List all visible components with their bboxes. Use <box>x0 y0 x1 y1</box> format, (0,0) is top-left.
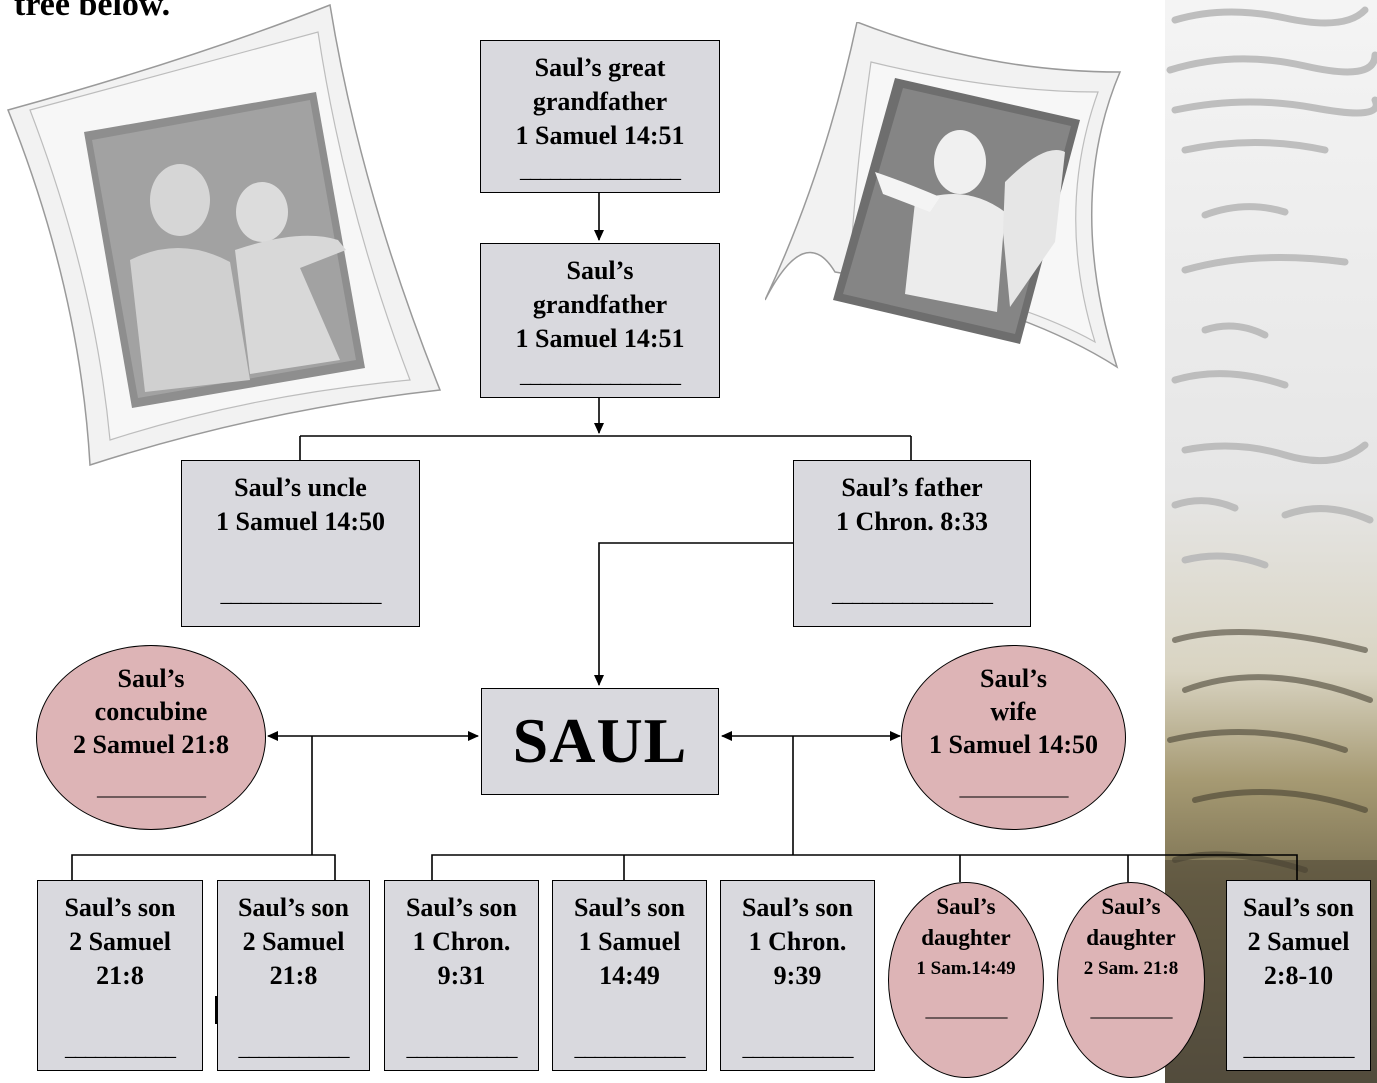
page-heading: tree below. <box>14 0 171 23</box>
child-1-title-2: 2 Samuel <box>69 927 171 956</box>
great-grandfather-title-1: Saul’s great <box>534 53 666 82</box>
node-grandfather: Saul’s grandfather 1 Samuel 14:51 ______… <box>480 243 720 398</box>
child-7-title: Saul’s <box>1101 894 1161 919</box>
child-8-answer-blank[interactable]: ___________ <box>1243 1035 1355 1060</box>
uncle-ref: 1 Samuel 14:50 <box>216 507 385 536</box>
child-2-ref: 21:8 <box>269 961 318 990</box>
great-grandfather-ref: 1 Samuel 14:51 <box>515 121 685 150</box>
grandfather-ref: 1 Samuel 14:51 <box>515 324 685 353</box>
concubine-answer-blank[interactable]: ____________ <box>97 778 206 800</box>
wife-title-2: wife <box>990 697 1037 726</box>
concubine-ref: 2 Samuel 21:8 <box>73 730 229 759</box>
node-child-daughter-1: Saul’s daughter 1 Sam.14:49 _________ <box>888 882 1044 1078</box>
child-5-ref: 9:39 <box>773 961 822 990</box>
child-8-title-2: 2 Samuel <box>1247 927 1350 956</box>
uncle-title: Saul’s uncle <box>234 473 367 502</box>
child-1-ref: 21:8 <box>96 961 144 990</box>
child-1-title: Saul’s son <box>64 893 176 922</box>
child-6-title: Saul’s <box>936 894 996 919</box>
saul-title: SAUL <box>512 705 688 776</box>
father-ref: 1 Chron. 8:33 <box>836 507 988 536</box>
node-child-son-8: Saul’s son 2 Samuel 2:8-10 ___________ <box>1226 880 1371 1071</box>
child-3-title-2: 1 Chron. <box>412 927 511 956</box>
wife-title-1: Saul’s <box>980 664 1047 693</box>
node-child-son-5: Saul’s son 1 Chron. 9:39 ___________ <box>720 880 875 1071</box>
child-4-answer-blank[interactable]: ___________ <box>574 1035 686 1060</box>
uncle-answer-blank[interactable]: ________________ <box>220 581 382 606</box>
child-7-title-2: daughter <box>1086 925 1176 950</box>
wife-answer-blank[interactable]: ____________ <box>959 778 1069 800</box>
child-5-title: Saul’s son <box>741 893 854 922</box>
child-5-answer-blank[interactable]: ___________ <box>742 1035 854 1060</box>
connector-concubine-sons <box>71 854 336 880</box>
child-6-answer-blank[interactable]: _________ <box>925 999 1008 1021</box>
framed-photo-left <box>6 3 442 467</box>
connector-wife-children-bar <box>431 854 1298 880</box>
node-wife: Saul’s wife 1 Samuel 14:50 ____________ <box>901 645 1126 830</box>
child-3-answer-blank[interactable]: ___________ <box>406 1035 518 1060</box>
child-7-ref: 2 Sam. 21:8 <box>1083 958 1179 979</box>
child-7-answer-blank[interactable]: _________ <box>1090 999 1173 1021</box>
child-3-title: Saul’s son <box>405 893 518 922</box>
child-2-title-2: 2 Samuel <box>242 927 345 956</box>
node-child-son-2: Saul’s son 2 Samuel 21:8 ___________ <box>217 880 370 1071</box>
node-uncle: Saul’s uncle 1 Samuel 14:50 ____________… <box>181 460 420 627</box>
great-grandfather-answer-blank[interactable]: ________________ <box>520 157 681 182</box>
child-4-title: Saul’s son <box>573 893 686 922</box>
father-title: Saul’s father <box>841 473 983 502</box>
connector-father-saul <box>594 542 793 686</box>
child-1-answer-blank[interactable]: ___________ <box>65 1035 176 1060</box>
child-8-ref: 2:8-10 <box>1263 961 1334 990</box>
grandfather-title-2: grandfather <box>532 290 668 319</box>
wife-ref: 1 Samuel 14:50 <box>929 730 1098 759</box>
child-5-title-2: 1 Chron. <box>748 927 847 956</box>
child-4-ref: 14:49 <box>599 961 660 990</box>
framed-photo-right <box>765 22 1122 369</box>
node-child-daughter-2: Saul’s daughter 2 Sam. 21:8 _________ <box>1057 882 1205 1078</box>
node-child-son-3: Saul’s son 1 Chron. 9:31 ___________ <box>384 880 539 1071</box>
node-child-son-1: Saul’s son 2 Samuel 21:8 ___________ <box>37 880 203 1071</box>
node-child-son-4: Saul’s son 1 Samuel 14:49 ___________ <box>552 880 707 1071</box>
grandfather-title-1: Saul’s <box>566 256 634 285</box>
node-great-grandfather: Saul’s great grandfather 1 Samuel 14:51 … <box>480 40 720 193</box>
father-answer-blank[interactable]: ________________ <box>832 581 993 606</box>
child-2-answer-blank[interactable]: ___________ <box>238 1035 350 1060</box>
child-6-title-2: daughter <box>921 925 1011 950</box>
node-father: Saul’s father 1 Chron. 8:33 ____________… <box>793 460 1031 627</box>
concubine-title-2: concubine <box>94 697 208 726</box>
great-grandfather-title-2: grandfather <box>532 87 668 116</box>
node-saul: SAUL <box>481 688 719 795</box>
child-2-title: Saul’s son <box>237 893 350 922</box>
node-concubine: Saul’s concubine 2 Samuel 21:8 _________… <box>36 645 266 830</box>
child-6-ref: 1 Sam.14:49 <box>916 958 1016 979</box>
concubine-title-1: Saul’s <box>117 664 185 693</box>
child-8-title: Saul’s son <box>1242 893 1355 922</box>
grandfather-answer-blank[interactable]: ________________ <box>520 362 681 387</box>
child-3-ref: 9:31 <box>437 961 486 990</box>
child-4-title-2: 1 Samuel <box>578 927 681 956</box>
